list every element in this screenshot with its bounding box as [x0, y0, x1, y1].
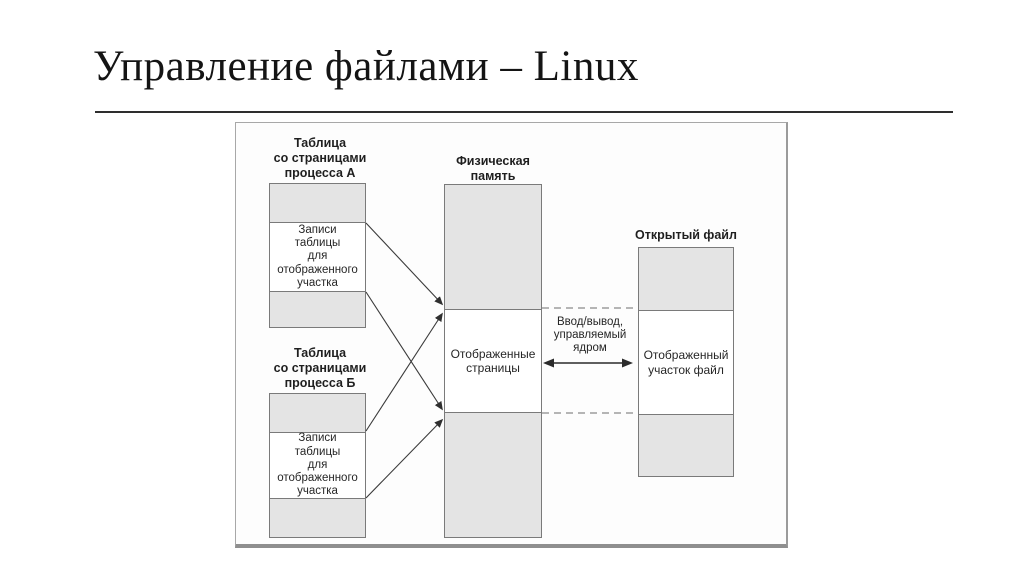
text-line: участка: [297, 485, 338, 498]
physical-memory-top-section: [445, 185, 541, 309]
label-line: Таблица: [293, 136, 347, 150]
kernel-io-label: Ввод/вывод, управляемый ядром: [531, 316, 649, 355]
mapped-file-region-section: Отображенный участок файл: [639, 310, 733, 415]
label-line: память: [470, 169, 516, 183]
process-a-top-section: [270, 184, 365, 222]
open-file-label: Открытый файл: [611, 228, 761, 243]
process-a-page-table: Записи таблицы для отображенного участка: [269, 183, 366, 328]
physical-memory-box: Отображенные страницы: [444, 184, 542, 538]
io-arrowhead-left: [543, 358, 554, 368]
process-b-top-section: [270, 394, 365, 432]
text-line: участок файл: [648, 362, 724, 377]
text-line: отображенного: [277, 472, 358, 485]
mapped-pages-text: Отображенные страницы: [445, 347, 541, 376]
text-line: таблицы: [294, 445, 341, 458]
process-a-mapped-entries-section: Записи таблицы для отображенного участка: [270, 222, 365, 292]
text-line: управляемый: [553, 329, 627, 341]
label-line: Открытый файл: [635, 228, 737, 242]
process-b-mapped-entries-section: Записи таблицы для отображенного участка: [270, 432, 365, 499]
arrow-b-bottom-to-memory: [365, 418, 444, 499]
text-line: для: [307, 458, 328, 471]
title-underline: [95, 111, 953, 113]
text-line: страницы: [466, 361, 520, 375]
label-line: процесса Б: [284, 376, 356, 390]
physical-memory-label: Физическая память: [418, 154, 568, 184]
slide-title: Управление файлами – Linux: [93, 43, 639, 90]
label-line: со страницами: [273, 151, 367, 165]
open-file-box: Отображенный участок файл: [638, 247, 734, 477]
text-line: ядром: [573, 342, 607, 354]
mapped-file-region-text: Отображенный участок файл: [639, 348, 733, 377]
text-line: Отображенный: [643, 348, 729, 362]
text-line: Отображенные: [450, 346, 536, 361]
open-file-bottom-section: [639, 415, 733, 476]
process-b-entries-text: Записи таблицы для отображенного участка: [270, 432, 365, 498]
arrow-a-top-to-memory: [365, 222, 444, 306]
process-a-entries-text: Записи таблицы для отображенного участка: [270, 224, 365, 290]
text-line: для: [307, 250, 328, 263]
text-line: Записи: [298, 223, 337, 236]
text-line: отображенного: [277, 263, 358, 276]
process-b-page-table: Записи таблицы для отображенного участка: [269, 393, 366, 538]
io-arrowhead-right: [622, 358, 633, 368]
process-b-table-label: Таблица со страницами процесса Б: [245, 346, 395, 391]
open-file-top-section: [639, 248, 733, 310]
process-a-table-label: Таблица со страницами процесса А: [245, 136, 395, 181]
label-line: процесса А: [284, 166, 356, 180]
process-b-bottom-section: [270, 499, 365, 537]
memory-mapping-diagram: Таблица со страницами процесса А Физичес…: [235, 122, 788, 548]
label-line: Физическая: [456, 154, 530, 168]
physical-memory-bottom-section: [445, 413, 541, 537]
text-line: Ввод/вывод,: [556, 316, 624, 328]
mapped-pages-section: Отображенные страницы: [445, 309, 541, 413]
text-line: участка: [297, 276, 338, 289]
process-a-bottom-section: [270, 292, 365, 327]
text-line: Записи: [298, 432, 337, 445]
text-line: таблицы: [294, 237, 341, 250]
label-line: со страницами: [273, 361, 367, 375]
label-line: Таблица: [293, 346, 347, 360]
